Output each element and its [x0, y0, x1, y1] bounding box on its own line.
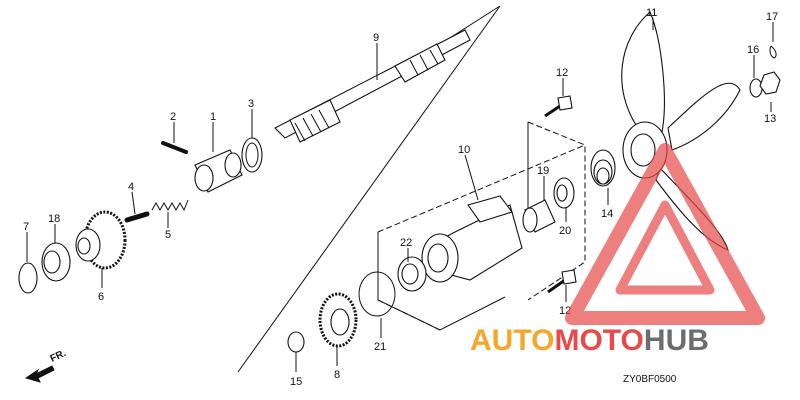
callout-2: 2	[170, 111, 176, 123]
housing-frame-dash-right	[527, 121, 586, 301]
watermark-hub-text: HUB	[644, 324, 709, 357]
callout-11: 11	[646, 7, 657, 19]
diagram-part-number: ZY0BF0500	[623, 374, 677, 385]
slide-pin	[124, 211, 150, 223]
propeller	[621, 11, 741, 251]
reverse-gear	[318, 292, 358, 348]
callout-22: 22	[400, 237, 412, 249]
callout-10: 10	[458, 144, 470, 156]
watermark-auto: AUTOMOTOHUB	[470, 324, 709, 357]
clutch-shifter	[194, 149, 243, 193]
prop-washer	[749, 78, 763, 98]
arrow-icon	[24, 365, 55, 383]
watermark-brand: AUTOMOTOHUB	[470, 324, 709, 357]
callout-14: 14	[601, 208, 613, 220]
callout-5: 5	[165, 229, 171, 241]
return-spring	[151, 199, 189, 212]
callout-18: 18	[48, 213, 60, 225]
washer	[287, 331, 305, 353]
bushing	[522, 199, 556, 233]
callout-4: 4	[128, 181, 134, 193]
forward-gear	[75, 210, 127, 270]
callout-17: 17	[766, 11, 778, 23]
callout-21: 21	[374, 341, 386, 353]
callout-15: 15	[290, 376, 302, 388]
triangle-logo-icon	[565, 143, 765, 325]
leader-lines	[26, 18, 774, 372]
o-ring	[358, 271, 396, 317]
callout-20: 20	[559, 225, 571, 237]
watermark-moto-text: MOTO	[554, 324, 643, 357]
propeller-shaft	[274, 29, 471, 143]
callout-9: 9	[373, 32, 379, 44]
oil-seal	[553, 177, 575, 209]
bearing-holder-housing	[421, 195, 523, 283]
pin	[161, 141, 188, 154]
callout-6: 6	[98, 291, 104, 303]
callout-19: 19	[537, 165, 549, 177]
housing-frame-dash-top	[377, 144, 586, 233]
cotter-pin	[769, 45, 777, 59]
bolt-upper	[544, 95, 573, 118]
bearing	[41, 242, 71, 282]
callout-3: 3	[248, 98, 254, 110]
frame-line-left	[237, 5, 501, 373]
callout-1: 1	[210, 111, 216, 123]
callout-8: 8	[334, 369, 340, 381]
watermark-auto-text: AUTO	[470, 324, 554, 357]
housing-frame-dash-bottom	[377, 299, 441, 331]
callout-7: 7	[23, 221, 29, 233]
housing-frame	[377, 232, 506, 331]
callout-12-upper: 12	[556, 67, 568, 79]
needle-bearing	[397, 256, 427, 292]
callout-13: 13	[764, 113, 776, 125]
bolt-lower	[547, 269, 577, 294]
shim	[18, 262, 38, 294]
callout-16: 16	[747, 44, 759, 56]
thrust-washer	[590, 149, 616, 187]
castle-nut	[759, 71, 781, 95]
direction-label: FR.	[49, 348, 68, 365]
